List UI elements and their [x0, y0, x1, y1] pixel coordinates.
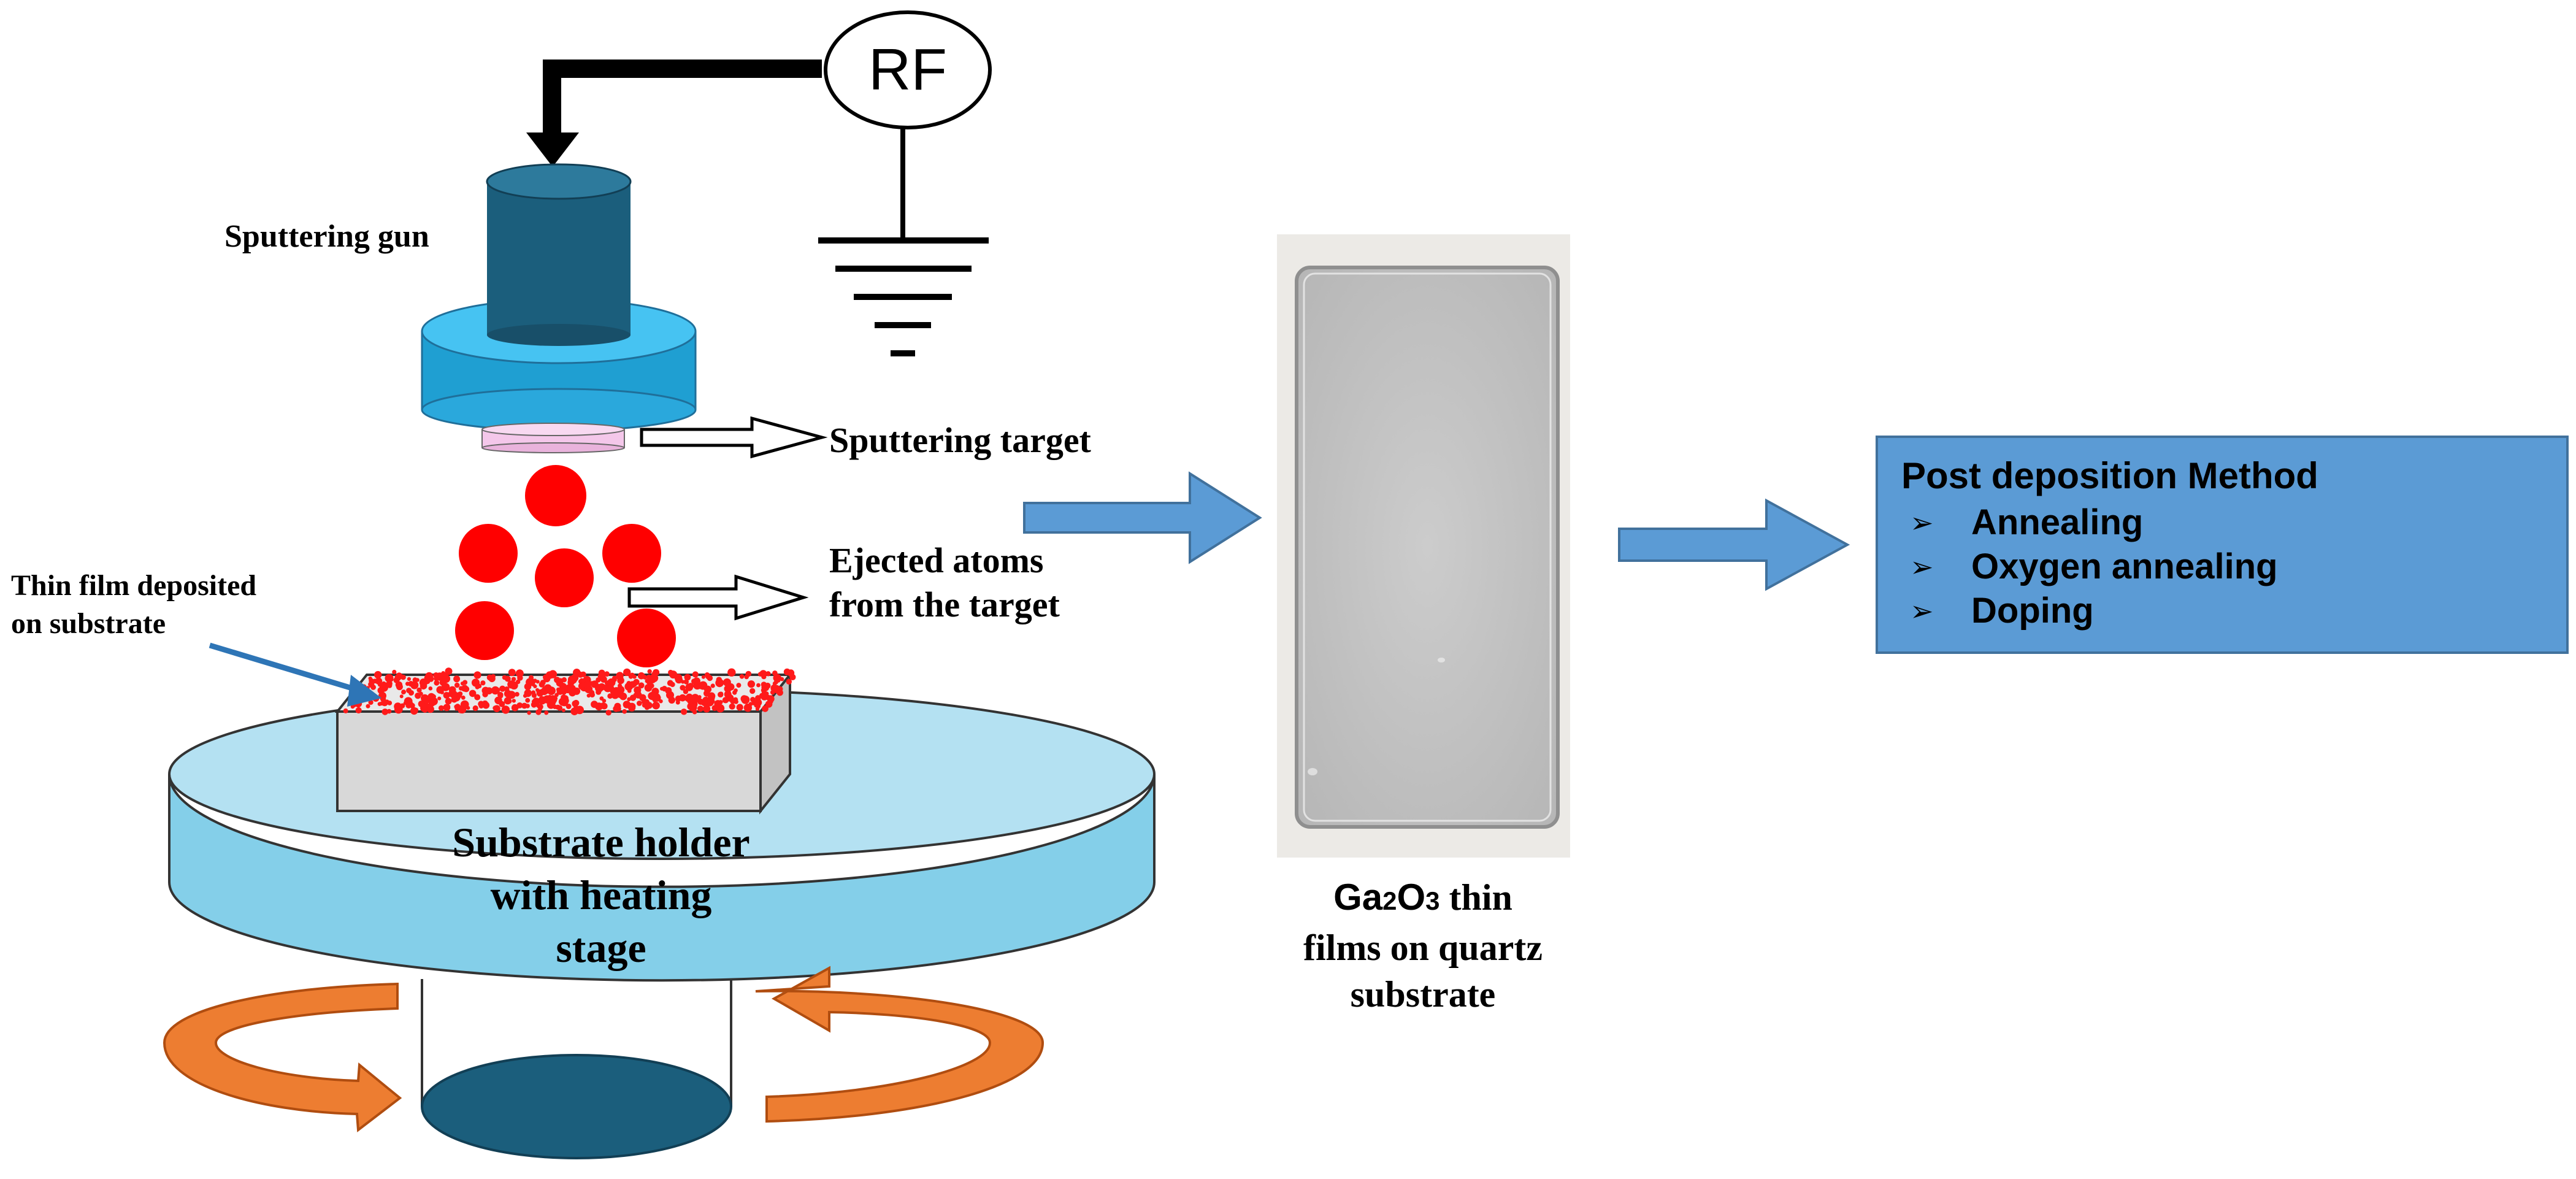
arrow-bullet-icon: ➢ [1910, 551, 1934, 583]
ejected-atoms [455, 465, 676, 667]
rotation-shaft [421, 979, 732, 1159]
sample-caption: Ga2O3 thin films on quartz substrate [1227, 874, 1619, 1018]
caption-thin: thin [1439, 877, 1512, 918]
post-item-label: Annealing [1971, 502, 2144, 542]
substrate-holder-label-line1: Substrate holder [452, 819, 750, 866]
ejected-atoms-label-line2: from the target [829, 585, 1060, 624]
substrate-holder-label-line2: with heating [490, 872, 712, 918]
sputtering-gun-label: Sputtering gun [224, 219, 429, 254]
post-deposition-box: Post deposition Method ➢ Annealing ➢ Oxy… [1876, 436, 2569, 654]
arrow-bullet-icon: ➢ [1910, 507, 1934, 539]
sputtering-target-label: Sputtering target [829, 420, 1091, 460]
ejected-atoms-label-line1: Ejected atoms [829, 540, 1044, 580]
post-deposition-title: Post deposition Method [1901, 455, 2318, 496]
post-item-oxygen-annealing: ➢ Oxygen annealing [1901, 545, 2566, 589]
flow-arrow-to-post [1618, 498, 1850, 591]
rf-feed-line [543, 60, 822, 139]
formula-o: O [1397, 877, 1426, 918]
sample-caption-line2: films on quartz [1303, 927, 1543, 968]
ejected-atoms-label: Ejected atoms from the target [829, 539, 1060, 627]
rf-source-label: RF [868, 37, 947, 102]
formula-sub-2: 2 [1382, 886, 1397, 915]
substrate-holder-label: Substrate holder with heating stage [356, 816, 846, 974]
thin-film-label: Thin film deposited on substrate [11, 567, 256, 643]
sample-caption-line1: Ga2O3 thin [1227, 874, 1619, 924]
post-item-label: Oxygen annealing [1971, 547, 2278, 586]
post-item-label: Doping [1971, 591, 2094, 631]
sample-caption-line3: substrate [1350, 974, 1496, 1015]
thin-film-label-line1: Thin film deposited [11, 569, 257, 602]
formula-ga: Ga [1333, 877, 1383, 918]
arrow-bullet-icon: ➢ [1910, 595, 1934, 627]
post-item-annealing: ➢ Annealing [1901, 501, 2566, 545]
rotation-arrows-icon [163, 966, 1045, 1132]
substrate-holder-label-line3: stage [556, 924, 646, 971]
formula-sub-3: 3 [1425, 886, 1440, 915]
atoms-pointer-arrow [627, 574, 809, 621]
sputtering-gun-body [486, 163, 632, 346]
ground-symbol-icon [818, 128, 989, 356]
post-item-doping: ➢ Doping [1901, 589, 2566, 633]
flow-arrow-to-sample [1023, 471, 1262, 564]
deposited-thin-film [343, 667, 796, 716]
rf-feed-arrowhead [526, 132, 579, 167]
rf-source [824, 10, 992, 129]
target-pointer-arrow [640, 416, 828, 459]
ga2o3-film-sample [1277, 234, 1570, 858]
sputtering-target [481, 423, 625, 453]
thin-film-label-line2: on substrate [11, 607, 166, 640]
thin-film-pointer-arrow [209, 642, 381, 707]
